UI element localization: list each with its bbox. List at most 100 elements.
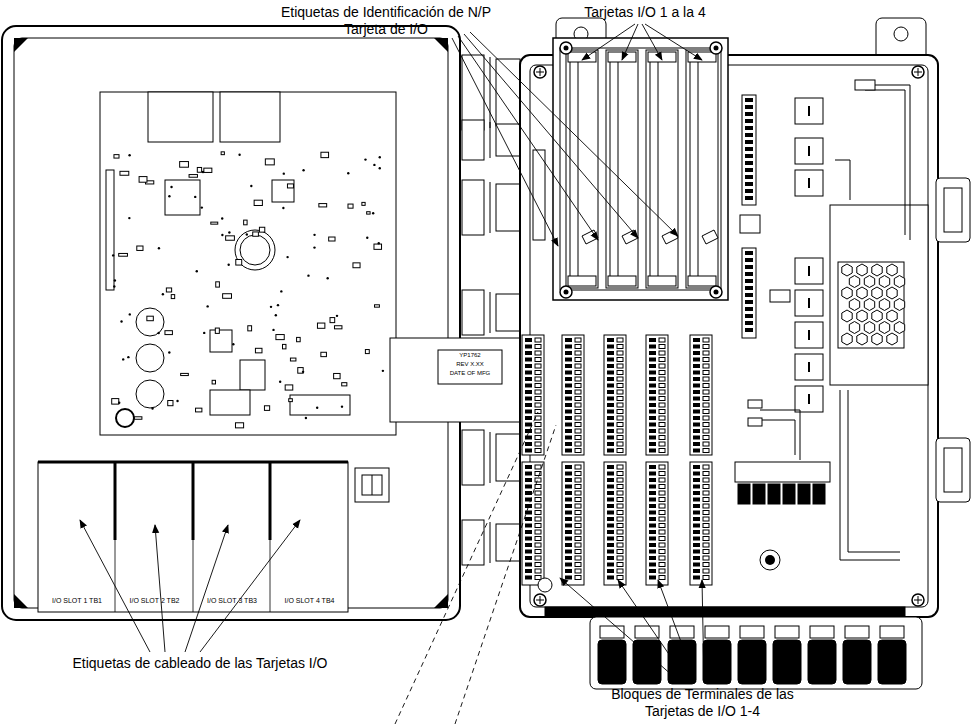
terminal-screw xyxy=(525,423,532,427)
vent-hex xyxy=(872,333,882,345)
screw-slot xyxy=(914,596,922,604)
terminal-screw xyxy=(693,465,700,469)
terminal-slot xyxy=(535,504,541,508)
vent-hex xyxy=(857,287,867,299)
pcb-component xyxy=(221,152,224,155)
wiring-label-panels xyxy=(38,462,389,612)
panel-divider xyxy=(115,540,116,612)
terminal-slot xyxy=(703,504,709,508)
pcb-via xyxy=(378,242,380,244)
cage-screw xyxy=(710,42,722,54)
leader-line xyxy=(582,24,635,60)
terminal-slot xyxy=(659,423,665,427)
pcb-via xyxy=(280,290,282,292)
pcb-component xyxy=(317,323,324,328)
pcb-component xyxy=(215,328,219,333)
terminal-screw xyxy=(693,449,700,453)
terminal-screw xyxy=(565,530,572,534)
terminal-slot xyxy=(659,556,665,560)
strip-screw xyxy=(745,98,753,102)
terminal-screw xyxy=(693,498,700,502)
cable-tag-text: YP1762 xyxy=(440,352,500,359)
terminal-slot xyxy=(703,351,709,355)
cage-screw xyxy=(560,42,572,54)
terminal-screw xyxy=(693,351,700,355)
terminal-screw xyxy=(607,543,614,547)
terminal-slot xyxy=(659,397,665,401)
terminal-screw xyxy=(565,563,572,567)
terminal-screw xyxy=(607,410,614,414)
strip-screw xyxy=(745,105,753,109)
relay-mark xyxy=(808,330,810,340)
terminal-screw xyxy=(525,472,532,476)
wire-tab xyxy=(748,400,762,408)
terminal-slot xyxy=(535,465,541,469)
terminal-slot xyxy=(575,563,581,567)
terminal-block xyxy=(562,462,584,585)
terminal-block xyxy=(646,462,668,585)
io-card xyxy=(566,50,598,288)
pcb-via xyxy=(302,169,304,171)
terminal-slot xyxy=(617,410,623,414)
pcb-component xyxy=(114,155,119,158)
enclosure xyxy=(520,18,970,689)
pcb-via xyxy=(227,264,229,266)
terminal-screw xyxy=(607,384,614,388)
panel-divider xyxy=(192,462,195,540)
terminal-screw xyxy=(607,556,614,560)
terminal-slot xyxy=(703,436,709,440)
terminal-screw xyxy=(525,576,532,580)
terminal-screw xyxy=(565,351,572,355)
capacitor xyxy=(136,344,164,372)
terminal-slot xyxy=(575,390,581,394)
terminal-screw xyxy=(525,338,532,342)
terminal-screw xyxy=(693,569,700,573)
terminal-screw xyxy=(607,345,614,349)
cage-screw xyxy=(560,286,572,298)
strip-screw xyxy=(745,175,753,179)
terminal-slot xyxy=(703,543,709,547)
strip-screw xyxy=(745,293,753,297)
callout-label: Etiquetas de Identificación de N/P Tarje… xyxy=(280,4,492,38)
capacitor xyxy=(136,308,164,336)
circuit-board xyxy=(100,92,396,435)
io-card-edge xyxy=(610,56,618,282)
terminal-screw xyxy=(525,384,532,388)
pcb-via xyxy=(305,417,307,419)
terminal-screw xyxy=(565,390,572,394)
terminal-slot xyxy=(659,429,665,433)
gland-housing xyxy=(590,617,922,689)
terminal-slot xyxy=(703,478,709,482)
terminal-block xyxy=(522,335,544,455)
terminal-screw xyxy=(649,563,656,567)
terminal-screw xyxy=(607,371,614,375)
pcb-via xyxy=(228,231,230,233)
pcb-component xyxy=(196,408,202,412)
terminal-slot xyxy=(617,576,623,580)
terminal-screw xyxy=(649,504,656,508)
pcb-via xyxy=(118,402,120,404)
panel-divider xyxy=(114,462,117,540)
strip-screw xyxy=(745,168,753,172)
vent-hex xyxy=(887,333,897,345)
terminal-slot xyxy=(659,465,665,469)
terminal-slot xyxy=(659,416,665,420)
terminal-slot xyxy=(703,364,709,368)
terminal-screw xyxy=(693,576,700,580)
battery-inner xyxy=(240,235,270,265)
hinge xyxy=(462,290,484,335)
gland-nut xyxy=(775,626,799,638)
terminal-screw xyxy=(525,511,532,515)
power-terminal xyxy=(813,484,825,504)
terminal-blocks xyxy=(522,335,712,585)
pcb-chip xyxy=(240,360,265,390)
leader-line xyxy=(642,24,662,60)
power-supply xyxy=(830,205,928,385)
terminal-strip xyxy=(742,248,756,338)
terminal-screw xyxy=(607,524,614,528)
pcb-component xyxy=(212,380,215,384)
terminal-slot xyxy=(535,358,541,362)
terminal-screw xyxy=(649,537,656,541)
cage-screw-head xyxy=(714,46,719,51)
terminal-slot xyxy=(617,465,623,469)
